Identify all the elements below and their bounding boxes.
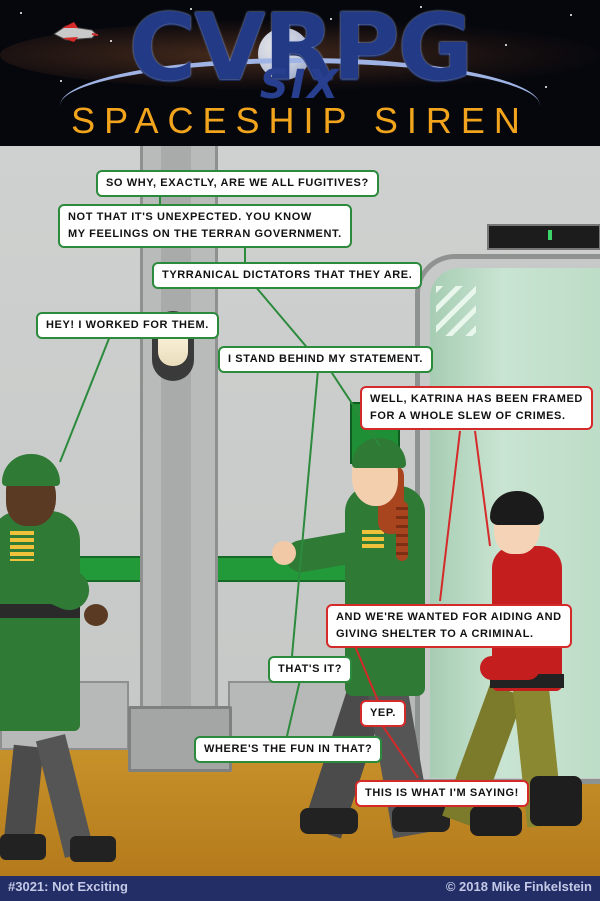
star [545, 86, 547, 88]
logo-title: CVRPG [128, 0, 474, 101]
man-rank-patch [10, 531, 34, 561]
man-boot [0, 834, 46, 860]
boy-arm [480, 656, 540, 680]
star [60, 80, 62, 82]
bubble-text: Not that it's unexpected. You know [68, 211, 312, 223]
speech-bubble: And we're wanted for aiding and giving s… [326, 604, 572, 648]
display-indicator [548, 230, 552, 240]
speech-bubble: Where's the fun in that? [194, 736, 383, 763]
speech-bubble: Not that it's unexpected. You know my fe… [58, 204, 352, 248]
bubble-text: Well, Katrina has been framed [370, 393, 583, 405]
boy-hair [490, 491, 544, 525]
star [110, 40, 112, 42]
logo-subtitle-six: SIX [259, 62, 341, 108]
bubble-text: And we're wanted for aiding and [336, 611, 562, 623]
man-boot [70, 836, 116, 862]
speech-tails [59, 190, 491, 779]
speech-bubble: I stand behind my statement. [218, 346, 434, 373]
star [330, 18, 332, 20]
comic-panel: So why, exactly, are we all fugitives? N… [0, 146, 600, 876]
issue-title: #3021: Not Exciting [8, 879, 128, 894]
comic-footer: #3021: Not Exciting © 2018 Mike Finkelst… [0, 876, 600, 901]
wall-display [487, 224, 600, 250]
logo-arc [60, 58, 540, 146]
star [505, 44, 507, 46]
star [20, 12, 22, 14]
boy-boot [530, 776, 582, 826]
bubble-text: giving shelter to a criminal. [336, 628, 534, 640]
speech-bubble: So why, exactly, are we all fugitives? [96, 170, 379, 197]
bubble-text: So why, exactly, are we all fugitives? [106, 177, 369, 189]
speech-bubble: Hey! I worked for them. [36, 312, 219, 339]
star [570, 14, 572, 16]
bubble-text: Tyrranical dictators that they are. [162, 269, 413, 281]
spaceship-icon [53, 22, 98, 42]
boy-boot [470, 806, 522, 836]
star [190, 8, 192, 10]
bubble-text: Hey! I worked for them. [46, 319, 209, 331]
comic-header-banner: CVRPG SIX SPACESHIP SIREN [0, 0, 600, 146]
pillar-inner [161, 146, 191, 766]
speech-bubble: That's it? [268, 656, 353, 683]
katrina-rank-patch [362, 530, 384, 548]
speech-bubble: Well, Katrina has been framed for a whol… [360, 386, 593, 430]
katrina-boot [392, 806, 450, 832]
katrina-hand [272, 541, 296, 565]
bubble-text: I stand behind my statement. [228, 353, 424, 365]
katrina-braid [396, 501, 408, 561]
bubble-text: Yep. [370, 707, 397, 719]
speech-bubble: This is what I'm saying! [355, 780, 529, 807]
door-stripes [436, 286, 476, 336]
katrina-boot [300, 808, 358, 834]
speech-bubble: Tyrranical dictators that they are. [152, 262, 423, 289]
series-title: SPACESHIP SIREN [71, 100, 529, 141]
copyright-notice: © 2018 Mike Finkelstein [445, 879, 592, 894]
bubble-text: my feelings on the Terran government. [68, 228, 342, 240]
star [420, 6, 422, 8]
man-hand [84, 604, 108, 626]
speech-bubble: Yep. [360, 700, 407, 727]
bubble-text: That's it? [278, 663, 343, 675]
bubble-text: Where's the fun in that? [204, 743, 373, 755]
bubble-text: for a whole slew of crimes. [370, 410, 566, 422]
bubble-text: This is what I'm saying! [365, 787, 519, 799]
